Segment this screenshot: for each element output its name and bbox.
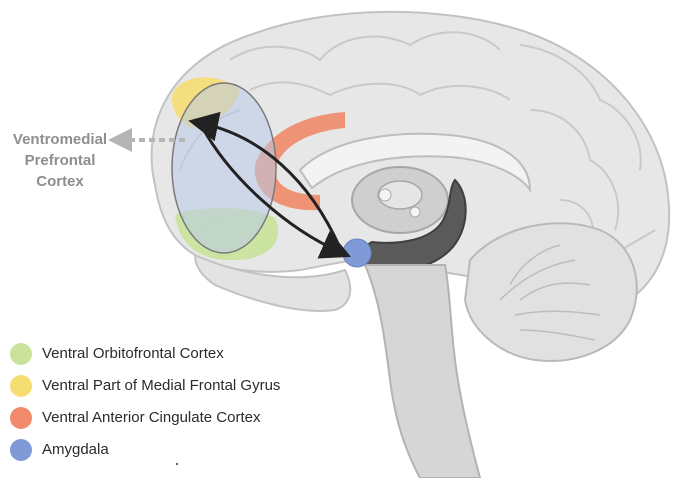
callout-line-2: Prefrontal [24,152,96,169]
arbor-vitae [499,244,601,341]
vmpfc-callout-label: Ventromedial Prefrontal Cortex [0,129,120,192]
ventral-anterior-cingulate-cortex-region [254,112,345,211]
legend-dot [10,343,32,365]
connection-arrow-upper [188,111,342,249]
legend-label: Amygdala [42,441,109,458]
legend-dot [10,375,32,397]
callout-line-3: Cortex [36,173,84,190]
amygdala-region [342,238,372,268]
brain-stem [363,264,482,478]
stray-dot [176,463,178,465]
corpus-callosum [298,132,532,194]
connection-arrow-lower [198,122,351,259]
vmpfc-ellipse [171,82,277,254]
legend-dot [10,407,32,429]
callout-line-1: Ventromedial [12,131,108,148]
legend-label: Ventral Orbitofrontal Cortex [42,345,224,362]
cerebellum [463,222,638,362]
legend-dot [10,439,32,461]
legend-label: Ventral Anterior Cingulate Cortex [42,409,261,426]
legend-label: Ventral Part of Medial Frontal Gyrus [42,377,281,394]
